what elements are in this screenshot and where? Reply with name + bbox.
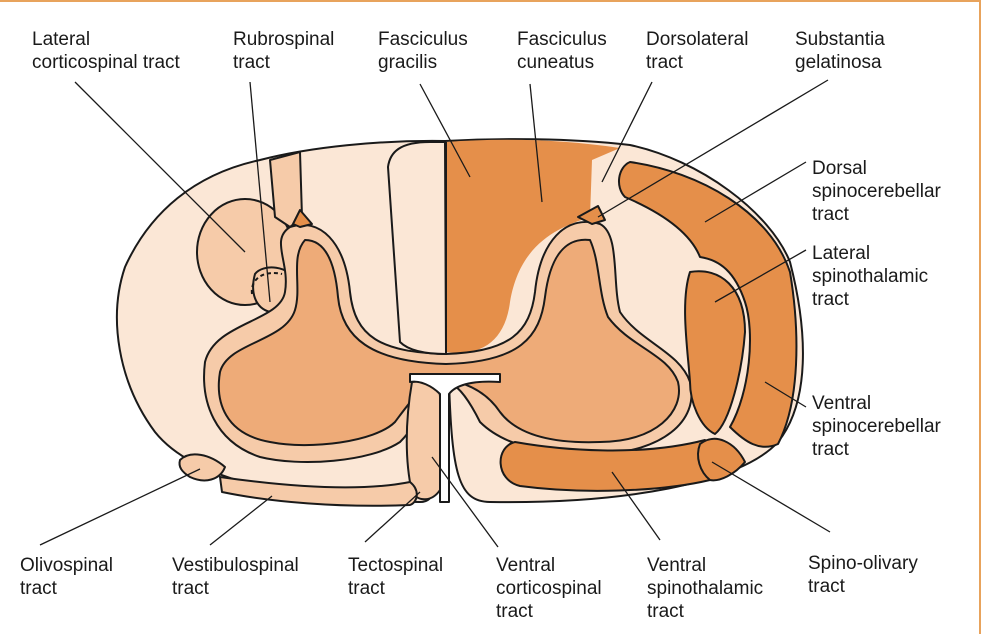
leader-line-olivospinal xyxy=(40,469,200,545)
ventral-corticospinal-tract xyxy=(407,382,440,500)
leader-line-vestibulospinal xyxy=(210,496,272,545)
leader-line-spino-olivary xyxy=(712,462,830,532)
